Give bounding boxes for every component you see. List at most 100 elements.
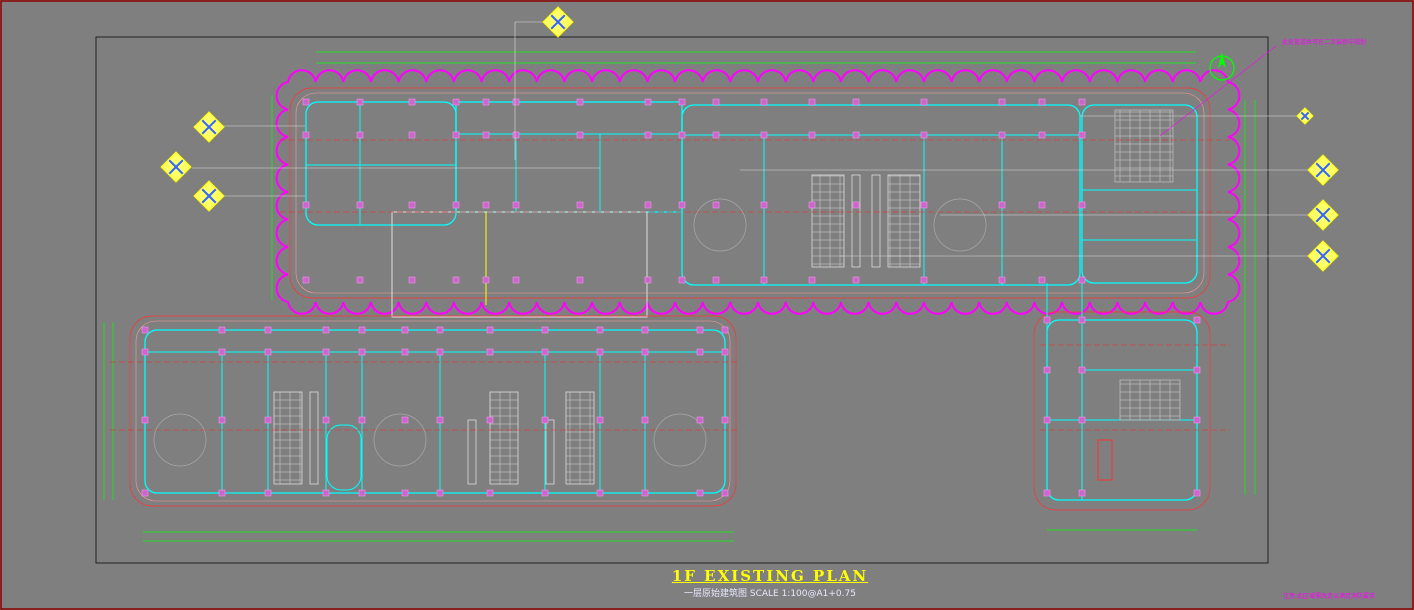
room-marks bbox=[153, 198, 987, 467]
column bbox=[264, 416, 272, 424]
column bbox=[712, 98, 720, 106]
column bbox=[512, 276, 520, 284]
column bbox=[1193, 416, 1201, 424]
column bbox=[1078, 276, 1086, 284]
column bbox=[852, 276, 860, 284]
column bbox=[356, 201, 364, 209]
column bbox=[1043, 366, 1051, 374]
column bbox=[1193, 316, 1201, 324]
column bbox=[436, 489, 444, 497]
column bbox=[486, 416, 494, 424]
column bbox=[358, 416, 366, 424]
column bbox=[322, 489, 330, 497]
column bbox=[596, 326, 604, 334]
column bbox=[641, 489, 649, 497]
column bbox=[852, 98, 860, 106]
column bbox=[1043, 489, 1051, 497]
column bbox=[808, 131, 816, 139]
drawing-subtitle: 一层原始建筑图 SCALE 1:100@A1+0.75 bbox=[684, 589, 856, 599]
diamond-elevation-marker-icon bbox=[1307, 199, 1339, 231]
column bbox=[264, 326, 272, 334]
column bbox=[852, 201, 860, 209]
column bbox=[920, 276, 928, 284]
column bbox=[302, 98, 310, 106]
column bbox=[264, 348, 272, 356]
column bbox=[641, 348, 649, 356]
column bbox=[264, 489, 272, 497]
column bbox=[218, 348, 226, 356]
column bbox=[920, 98, 928, 106]
column bbox=[576, 201, 584, 209]
column bbox=[1038, 201, 1046, 209]
column bbox=[452, 276, 460, 284]
column bbox=[760, 131, 768, 139]
column bbox=[696, 326, 704, 334]
column bbox=[1078, 489, 1086, 497]
column bbox=[576, 131, 584, 139]
column bbox=[322, 348, 330, 356]
column bbox=[644, 131, 652, 139]
column bbox=[712, 276, 720, 284]
diamond-elevation-marker-icon bbox=[160, 6, 1339, 272]
column bbox=[712, 131, 720, 139]
column bbox=[541, 326, 549, 334]
column bbox=[1038, 131, 1046, 139]
diamond-elevation-marker-icon bbox=[1296, 107, 1314, 125]
column bbox=[696, 416, 704, 424]
column bbox=[218, 416, 226, 424]
column bbox=[401, 416, 409, 424]
column bbox=[998, 201, 1006, 209]
column bbox=[401, 326, 409, 334]
column bbox=[401, 489, 409, 497]
column bbox=[512, 131, 520, 139]
column bbox=[1193, 366, 1201, 374]
column bbox=[408, 276, 416, 284]
column bbox=[218, 326, 226, 334]
column bbox=[356, 131, 364, 139]
column bbox=[678, 276, 686, 284]
column bbox=[1043, 316, 1051, 324]
column bbox=[596, 489, 604, 497]
column bbox=[1078, 366, 1086, 374]
column bbox=[1038, 98, 1046, 106]
column bbox=[358, 348, 366, 356]
column bbox=[721, 489, 729, 497]
column bbox=[596, 416, 604, 424]
east-wing bbox=[1033, 283, 1211, 511]
column bbox=[141, 416, 149, 424]
column bbox=[356, 98, 364, 106]
column bbox=[644, 201, 652, 209]
drawing-title: 1F EXISTING PLAN bbox=[671, 567, 869, 585]
column bbox=[721, 348, 729, 356]
column bbox=[302, 276, 310, 284]
column bbox=[1078, 316, 1086, 324]
column bbox=[482, 276, 490, 284]
diamond-elevation-marker-icon bbox=[1307, 240, 1339, 272]
column bbox=[1193, 489, 1201, 497]
column bbox=[696, 489, 704, 497]
column bbox=[1043, 416, 1051, 424]
column bbox=[302, 201, 310, 209]
column bbox=[852, 131, 860, 139]
column bbox=[641, 326, 649, 334]
column bbox=[401, 348, 409, 356]
column bbox=[920, 201, 928, 209]
column bbox=[576, 276, 584, 284]
column bbox=[541, 348, 549, 356]
annotation-note-top: 此处管道井可在二次装修中规划 bbox=[1282, 39, 1367, 46]
column bbox=[512, 201, 520, 209]
column bbox=[436, 348, 444, 356]
column bbox=[760, 98, 768, 106]
column bbox=[721, 326, 729, 334]
column bbox=[1078, 98, 1086, 106]
west-wing bbox=[129, 315, 737, 507]
diamond-elevation-marker-icon bbox=[542, 6, 574, 38]
column bbox=[322, 416, 330, 424]
annotation-note-bottom: 注意:此区域需改造以满足消防要求 bbox=[1283, 593, 1376, 600]
column bbox=[512, 98, 520, 106]
column bbox=[920, 131, 928, 139]
column bbox=[808, 201, 816, 209]
column bbox=[808, 98, 816, 106]
column bbox=[141, 489, 149, 497]
